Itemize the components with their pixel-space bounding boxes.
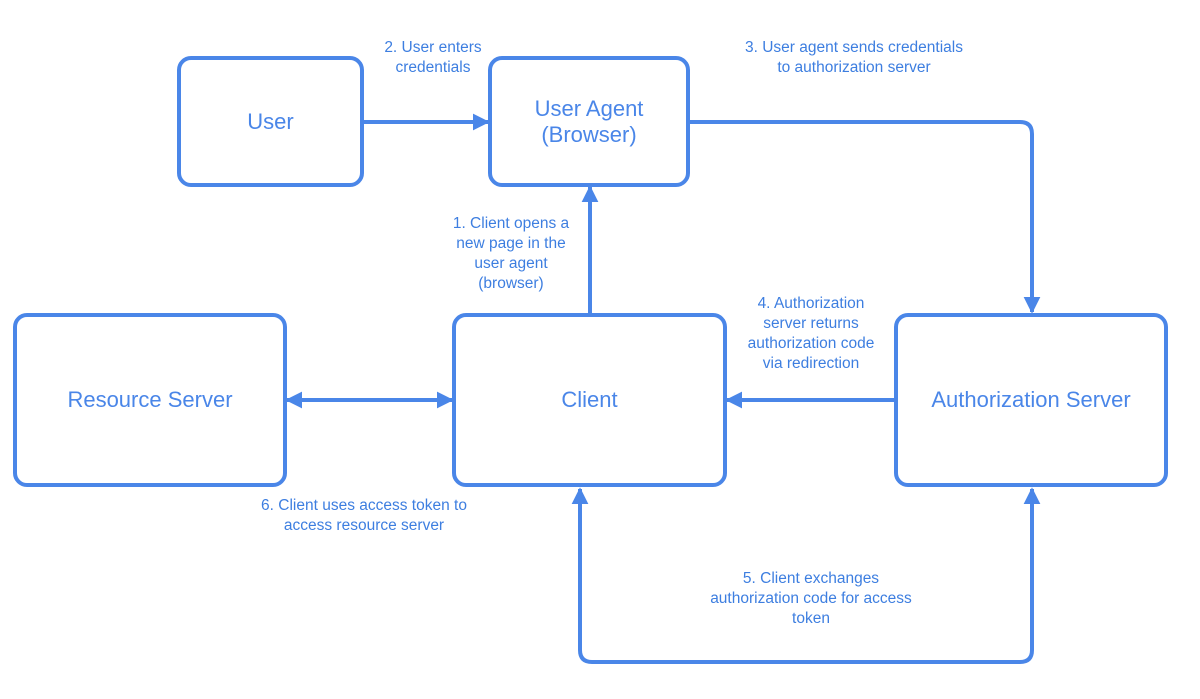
user-node-label: User xyxy=(247,108,294,134)
step-4-label: 4. Authorization server returns authoriz… xyxy=(747,295,875,372)
resource-server-node-label: Resource Server xyxy=(67,387,233,412)
user-node: User xyxy=(177,56,364,187)
user-agent-node: User Agent (Browser) xyxy=(488,56,690,187)
resource-server-node: Resource Server xyxy=(13,313,287,487)
step-6-label: 6. Client uses access token to access re… xyxy=(261,497,467,534)
step-2-label: 2. User enters credentials xyxy=(384,39,482,76)
user-agent-node-label: User Agent (Browser) xyxy=(534,95,644,147)
authorization-server-node-label: Authorization Server xyxy=(931,387,1131,412)
step-3-label: 3. User agent sends credentials to autho… xyxy=(745,39,963,76)
client-node: Client xyxy=(452,313,727,487)
step-5-label: 5. Client exchanges authorization code f… xyxy=(710,570,912,627)
edge-user-agent-to-authorization-server xyxy=(690,120,1041,314)
edge-client-authorization-server-exchange xyxy=(571,487,1041,664)
authorization-server-node: Authorization Server xyxy=(894,313,1168,487)
client-node-label: Client xyxy=(561,387,618,412)
step-1-label: 1. Client opens a new page in the user a… xyxy=(452,215,570,292)
